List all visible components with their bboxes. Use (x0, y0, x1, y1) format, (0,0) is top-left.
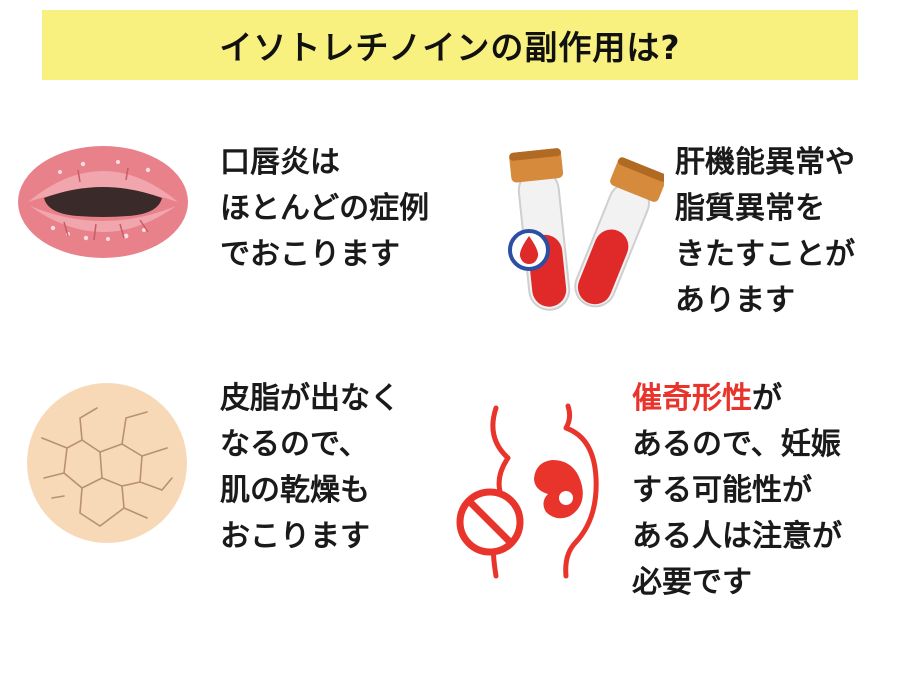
item-text-line: ほとんどの症例 (220, 191, 430, 226)
item-text-line: ある人は注意が (632, 519, 842, 554)
item-text-line: 必要です (632, 565, 752, 600)
item-text-line: 催奇形性が (632, 376, 842, 422)
item-blood-text: 肝機能異常や 脂質異常を きたすことが あります (675, 140, 855, 324)
page-title: イソトレチノインの副作用は? (219, 28, 681, 67)
item-pregnancy-text: 催奇形性が あるので、妊娠 する可能性が ある人は注意が 必要です (632, 376, 842, 606)
dry-cracked-skin-icon (27, 383, 187, 543)
item-lips-text: 口唇炎は ほとんどの症例 でおこります (220, 140, 429, 278)
item-text-line: でおこります (220, 237, 400, 272)
item-text-line: 脂質異常を (675, 191, 825, 226)
item-text-line: 肝機能異常や (675, 145, 855, 180)
no-pregnancy-icon (456, 403, 599, 579)
title-banner: イソトレチノインの副作用は? (42, 10, 858, 80)
item-text-line: 皮脂が出なく (220, 381, 400, 416)
chapped-lips-icon (18, 146, 188, 258)
item-text-line: 肌の乾燥も (220, 473, 370, 508)
item-text-line: する可能性が (632, 473, 812, 508)
item-text-fragment: が (752, 381, 782, 416)
item-text-line: あるので、妊娠 (632, 427, 841, 462)
item-text-line: なるので、 (220, 427, 369, 462)
blood-test-tubes-icon (508, 148, 664, 311)
item-text-line: おこります (220, 519, 370, 554)
item-text-line: きたすことが (675, 237, 855, 272)
item-text-line: あります (675, 283, 795, 318)
item-skin-text: 皮脂が出なく なるので、 肌の乾燥も おこります (220, 376, 400, 560)
item-text-line: 口唇炎は (220, 145, 340, 180)
teratogenicity-highlight: 催奇形性 (632, 381, 752, 416)
